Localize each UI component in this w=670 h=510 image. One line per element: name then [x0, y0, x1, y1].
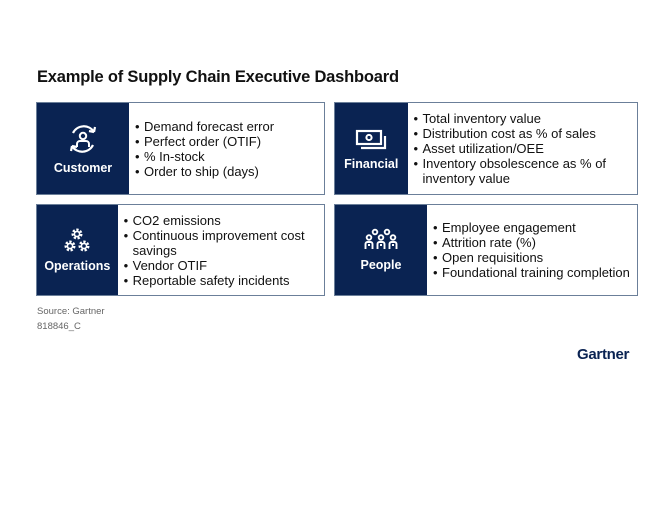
list-item: Asset utilization/OEE	[414, 141, 638, 156]
money-bills-icon	[356, 129, 387, 149]
list-item: Foundational training completion	[433, 265, 630, 280]
list-item: Perfect order (OTIF)	[135, 134, 274, 149]
kpi-list: Employee engagement Attrition rate (%) O…	[427, 220, 630, 280]
card-category-label: Financial	[344, 156, 399, 171]
card-category-label: Operations	[44, 259, 111, 273]
page-title: Example of Supply Chain Executive Dashbo…	[37, 68, 399, 86]
list-item: Inventory obsolescence as % of inventory…	[414, 156, 638, 186]
card-side-panel: Operations	[37, 205, 118, 295]
list-item: Reportable safety incidents	[124, 273, 324, 288]
people-group-icon	[364, 228, 398, 249]
list-item: Open requisitions	[433, 250, 630, 265]
gears-icon	[64, 228, 90, 252]
card-customer: Customer Demand forecast error Perfect o…	[36, 102, 325, 195]
card-category-label: Customer	[53, 160, 113, 175]
list-item: Distribution cost as % of sales	[414, 126, 638, 141]
logo-text: Gartner	[577, 346, 630, 363]
card-people: People Employee engagement Attrition rat…	[334, 204, 638, 296]
list-item: % In-stock	[135, 149, 274, 164]
card-side-panel: People	[335, 205, 427, 295]
figure-code: 818846_C	[37, 321, 81, 332]
card-category-label: People	[360, 258, 402, 272]
card-operations: Operations CO2 emissions Continuous impr…	[36, 204, 325, 296]
kpi-list: Demand forecast error Perfect order (OTI…	[129, 119, 274, 179]
card-side-panel: Customer	[37, 103, 129, 194]
list-item: Employee engagement	[433, 220, 630, 235]
list-item: Continuous improvement cost savings	[124, 228, 324, 258]
list-item: CO2 emissions	[124, 213, 324, 228]
list-item: Attrition rate (%)	[433, 235, 630, 250]
list-item: Total inventory value	[414, 111, 638, 126]
card-side-panel: Financial	[335, 103, 408, 194]
kpi-list: CO2 emissions Continuous improvement cos…	[118, 213, 324, 288]
list-item: Demand forecast error	[135, 119, 274, 134]
list-item: Vendor OTIF	[124, 258, 324, 273]
gartner-logo: Gartner.	[577, 346, 630, 363]
card-financial: Financial Total inventory value Distribu…	[334, 102, 638, 195]
source-note: Source: Gartner	[37, 306, 105, 317]
customer-cycle-icon	[69, 124, 97, 153]
kpi-list: Total inventory value Distribution cost …	[408, 111, 638, 186]
list-item: Order to ship (days)	[135, 164, 274, 179]
